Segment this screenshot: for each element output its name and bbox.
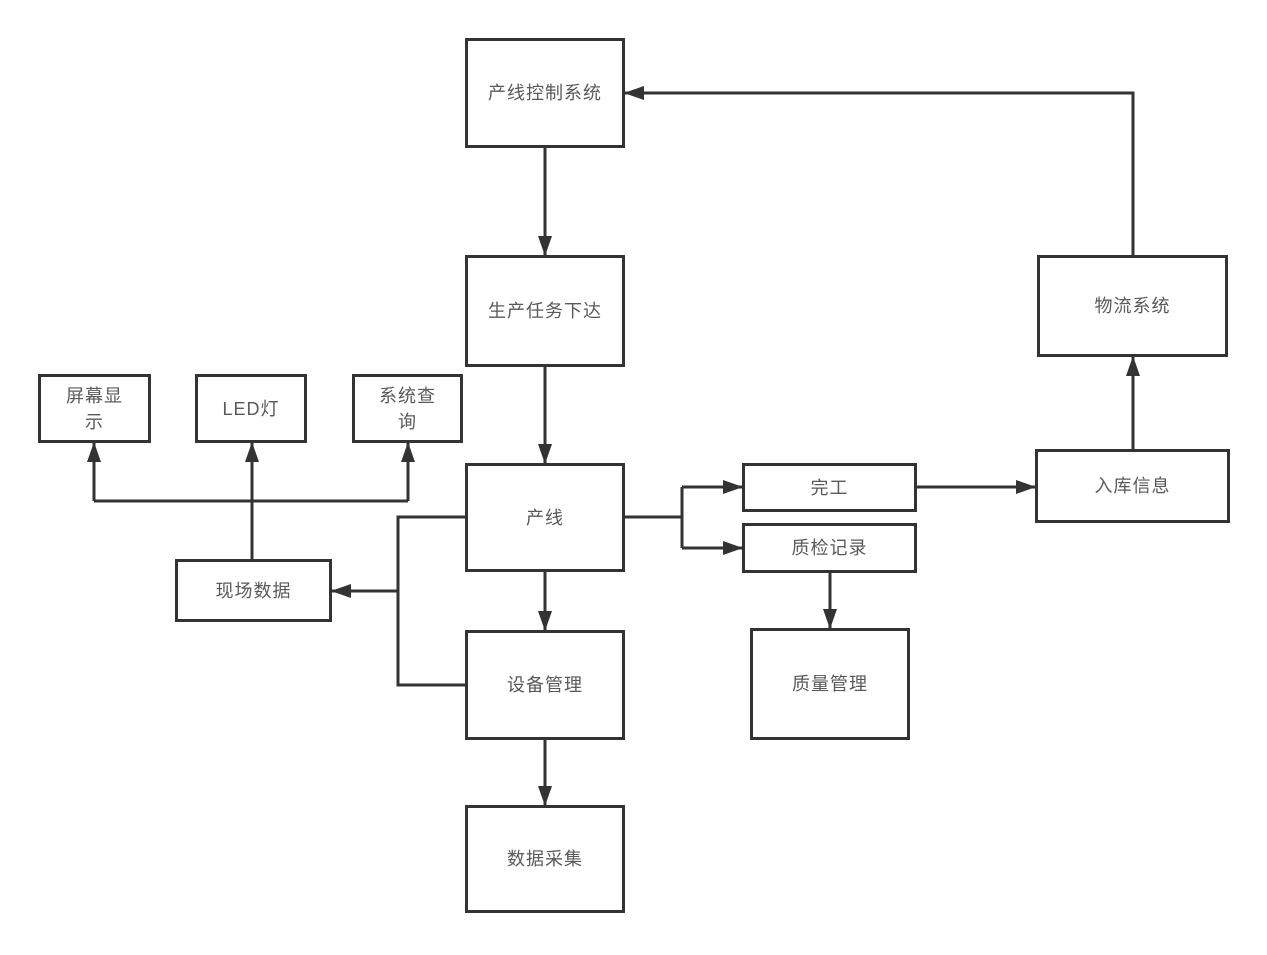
node-led-light-label: LED灯 (222, 398, 280, 419)
node-completion[interactable]: 完工 (742, 463, 917, 512)
node-warehouse-info-label: 入库信息 (1094, 476, 1171, 496)
edge-logistics-to-line-control (624, 86, 1135, 255)
node-completion-label: 完工 (810, 477, 849, 498)
node-screen-display-label: 屏幕显 示 (66, 385, 123, 432)
node-quality-mgmt[interactable]: 质量管理 (750, 628, 910, 740)
node-line-control-system-label: 产线控制系统 (488, 83, 602, 103)
node-system-query[interactable]: 系统查 询 (352, 374, 463, 443)
node-data-collection[interactable]: 数据采集 (465, 805, 625, 913)
node-production-line[interactable]: 产线 (465, 463, 625, 572)
node-quality-mgmt-label: 质量管理 (792, 674, 868, 694)
node-system-query-label: 系统查 询 (379, 385, 436, 432)
node-task-issue-label: 生产任务下达 (488, 301, 602, 321)
node-task-issue[interactable]: 生产任务下达 (465, 255, 625, 367)
node-equipment-mgmt[interactable]: 设备管理 (465, 630, 625, 740)
node-qc-record[interactable]: 质检记录 (742, 523, 917, 573)
node-equipment-mgmt-label: 设备管理 (507, 675, 583, 695)
node-field-data[interactable]: 现场数据 (175, 559, 332, 622)
edge-production-line-right-trunk (625, 487, 684, 548)
node-warehouse-info[interactable]: 入库信息 (1035, 449, 1230, 523)
edge-field-data-splitter (94, 499, 408, 559)
node-screen-display[interactable]: 屏幕显 示 (38, 374, 151, 443)
node-qc-record-label: 质检记录 (791, 538, 868, 558)
node-line-control-system[interactable]: 产线控制系统 (465, 38, 625, 148)
node-production-line-label: 产线 (526, 507, 564, 528)
node-field-data-label: 现场数据 (215, 580, 292, 601)
node-logistics[interactable]: 物流系统 (1037, 255, 1228, 357)
node-led-light[interactable]: LED灯 (195, 374, 307, 443)
node-logistics-label: 物流系统 (1094, 296, 1171, 316)
node-data-collection-label: 数据采集 (507, 849, 583, 869)
edge-left-trunk-production-equipment (396, 515, 465, 687)
